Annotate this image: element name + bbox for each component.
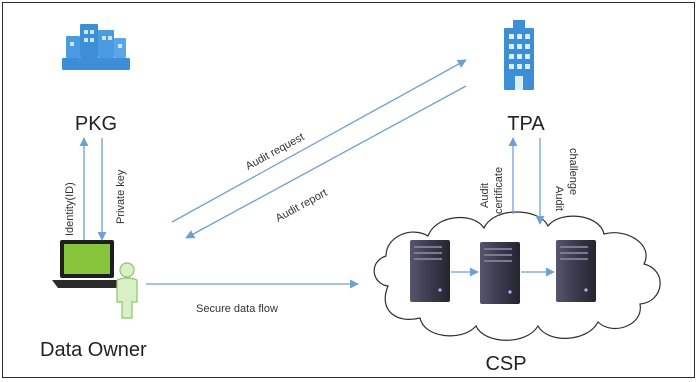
audit-report-arrow	[185, 85, 467, 239]
pkg-label: PKG	[75, 113, 117, 135]
server-icon-1	[410, 240, 450, 302]
pkg-icon	[62, 24, 130, 70]
private-key-label: Private key	[115, 169, 127, 224]
data-owner-label: Data Owner	[40, 339, 147, 361]
tpa-label: TPA	[507, 113, 545, 135]
audit-challenge-label-2: challenge	[567, 148, 579, 195]
audit-challenge-label-1: Audit	[553, 186, 565, 211]
audit-certificate-label-1: Audit	[479, 183, 491, 208]
audit-report-label: Audit report	[274, 187, 330, 225]
server-icon-3	[556, 240, 596, 302]
tpa-icon	[504, 20, 534, 90]
audit-certificate-label-2: certificate	[493, 167, 505, 214]
audit-request-arrow	[171, 59, 467, 223]
audit-request-label: Audit request	[244, 131, 307, 173]
diagram-frame	[2, 2, 695, 378]
person-icon	[116, 262, 138, 319]
identity-label: Identity(ID)	[64, 182, 76, 236]
csp-label: CSP	[485, 353, 526, 375]
secure-data-flow-label: Secure data flow	[196, 303, 278, 315]
server-icon-2	[480, 242, 520, 304]
laptop-icon	[52, 240, 122, 288]
